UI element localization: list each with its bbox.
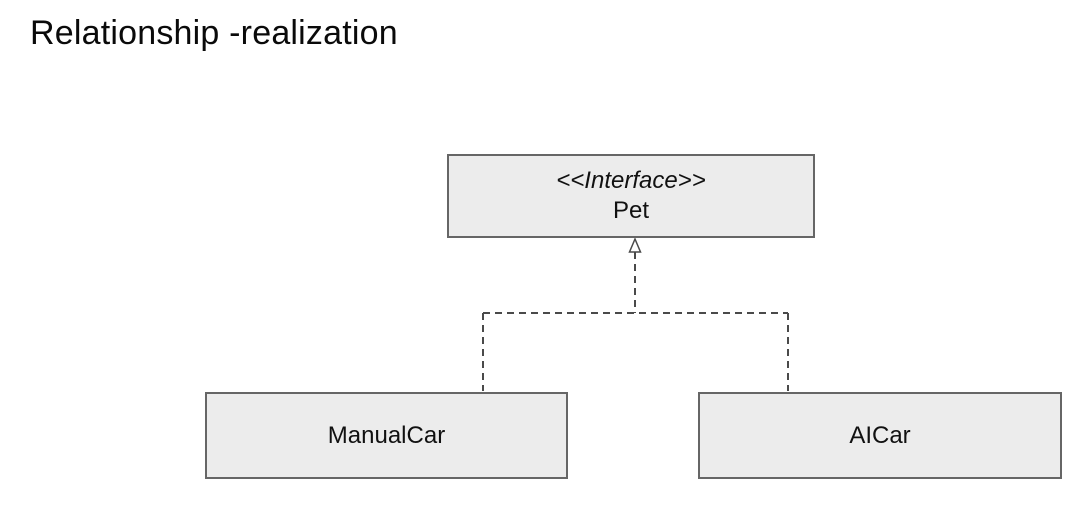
node-class-manualcar: ManualCar bbox=[205, 392, 568, 479]
node-interface-pet: <<Interface>> Pet bbox=[447, 154, 815, 238]
node-manualcar-label: ManualCar bbox=[327, 421, 446, 449]
node-class-aicar: AICar bbox=[698, 392, 1062, 479]
interface-stereotype-label: <<Interface>> bbox=[556, 167, 706, 194]
page-title: Relationship -realization bbox=[30, 14, 398, 52]
hollow-triangle-arrowhead-icon bbox=[628, 237, 642, 253]
node-aicar-label: AICar bbox=[849, 421, 911, 449]
node-pet-label: Pet bbox=[612, 197, 650, 224]
